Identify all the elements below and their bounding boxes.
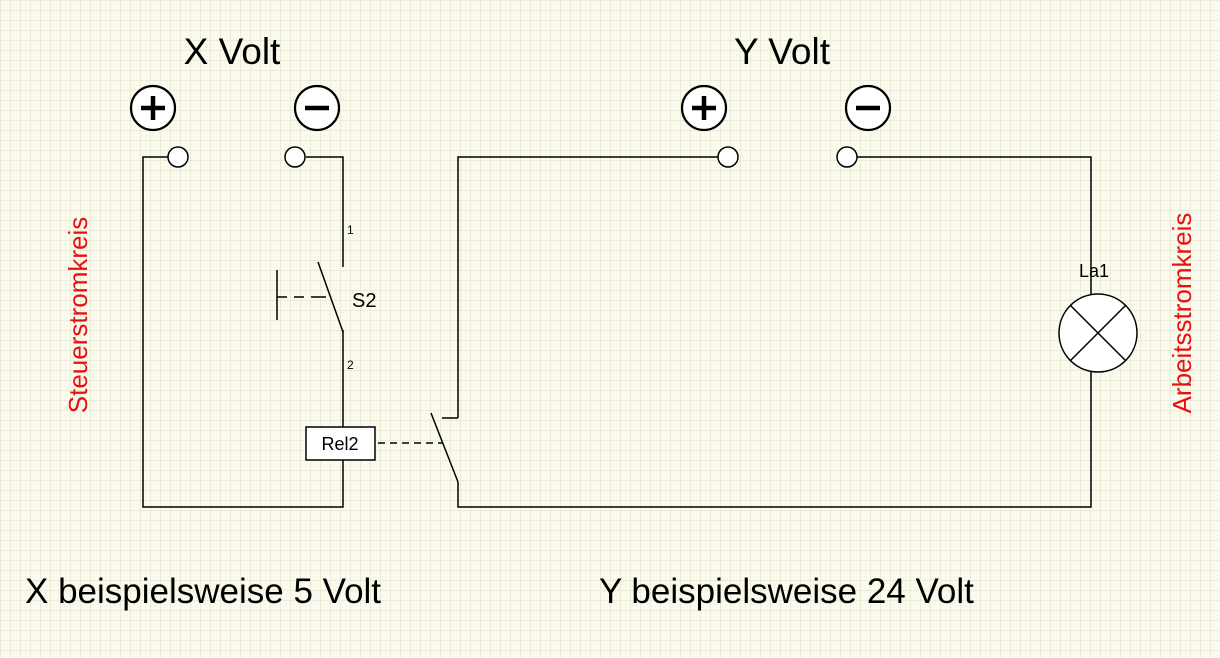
lamp-icon: [1058, 293, 1138, 373]
switch-label: S2: [352, 290, 376, 312]
right-plus-terminal-icon: [680, 84, 728, 132]
relay-coil-box: [305, 426, 376, 461]
left-terminal-plus-connector: [167, 146, 189, 168]
left-footer-label: X beispielsweise 5 Volt: [25, 572, 381, 611]
right-voltage-title: Y Volt: [734, 31, 831, 72]
left-terminal-minus-connector: [284, 146, 306, 168]
switch-pin-bottom: 2: [347, 358, 354, 372]
right-terminal-plus-connector: [717, 146, 739, 168]
pushbutton-switch-icon: [276, 261, 344, 333]
left-plus-terminal-icon: [129, 84, 177, 132]
left-minus-terminal-icon: [293, 84, 341, 132]
right-circuit-wires: [457, 156, 1092, 508]
left-circuit-wires: [142, 156, 344, 508]
right-side-label: Arbeitsstromkreis: [1167, 213, 1197, 414]
right-terminal-minus-connector: [836, 146, 858, 168]
switch-pin-top: 1: [347, 223, 354, 237]
left-voltage-title: X Volt: [184, 31, 281, 72]
left-side-label: Steuerstromkreis: [63, 217, 93, 414]
right-minus-terminal-icon: [844, 84, 892, 132]
right-footer-label: Y beispielsweise 24 Volt: [599, 572, 974, 611]
lamp-label: La1: [1079, 261, 1109, 281]
relay-label: Rel2: [321, 434, 358, 454]
relay-contact-icon: [430, 412, 459, 483]
